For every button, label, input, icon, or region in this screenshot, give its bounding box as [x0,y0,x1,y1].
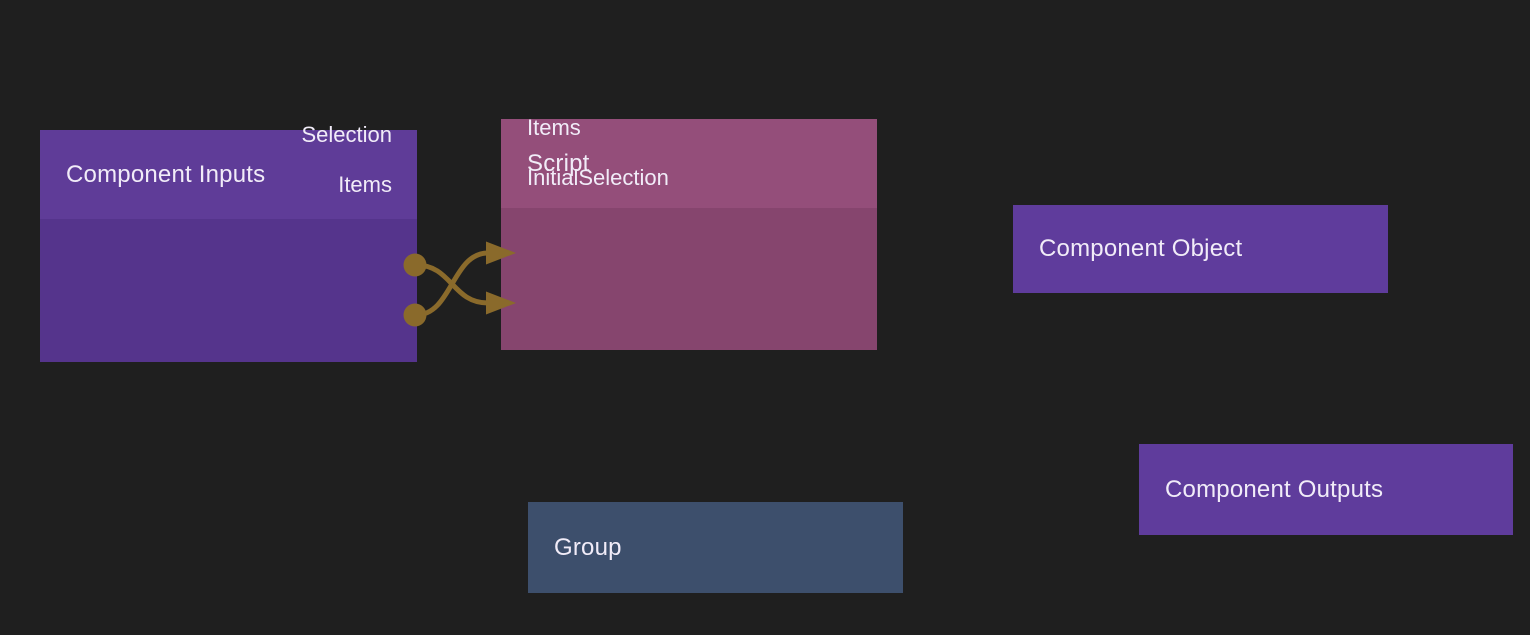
port-initialselection-input[interactable]: InitialSelection [527,165,669,190]
node-title: Component Outputs [1165,475,1384,503]
node-component-object[interactable]: Component Object [1013,205,1388,293]
node-group[interactable]: Group [528,502,903,593]
node-component-inputs[interactable]: Component Inputs Selection Items [40,122,417,362]
node-title: Component Object [1039,235,1243,262]
node-component-inputs-body: Selection Items [40,122,417,362]
port-items-input[interactable]: Items [527,115,581,140]
node-title: Script [527,149,590,177]
port-selection-output[interactable]: Selection [301,122,392,147]
node-script[interactable]: Script Items InitialSelection [501,115,877,350]
node-title: Component Inputs [66,160,266,188]
wire-selection-to-initialselection[interactable] [415,262,489,306]
node-component-inputs-header[interactable]: Component Inputs [40,130,417,219]
node-title: Group [554,533,622,561]
node-script-body: Items InitialSelection [501,115,877,350]
node-script-header[interactable]: Script [501,119,877,208]
node-component-outputs[interactable]: Component Outputs [1139,444,1513,535]
wire-items-to-items[interactable] [415,250,489,318]
port-items-output[interactable]: Items [338,172,392,197]
